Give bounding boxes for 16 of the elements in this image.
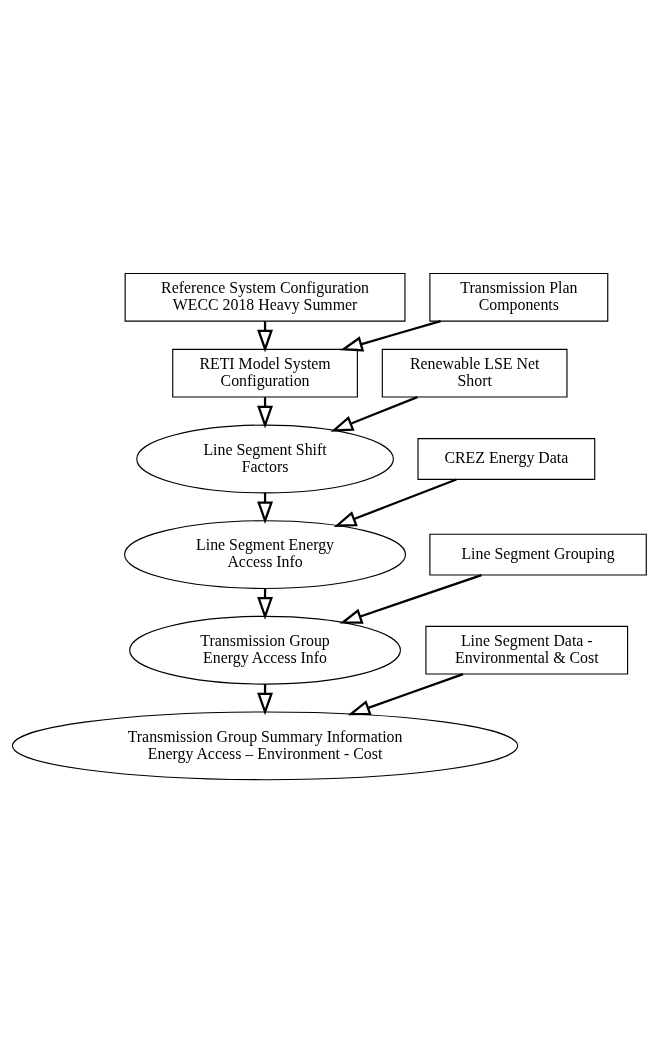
node-ellipse: Transmission Group Summary Information Energy Access – Environment - Cost: [11, 711, 519, 781]
arrow: [333, 478, 457, 527]
node-box: Renewable LSE Net Short: [381, 348, 568, 398]
arrow: [347, 673, 464, 716]
arrow: [340, 320, 441, 352]
arrow: [339, 574, 482, 624]
arrow: [330, 396, 418, 432]
node-box: Reference System Configuration WECC 2018 Heavy Summer: [124, 272, 406, 322]
node-box: RETI Model System Configuration: [172, 348, 358, 398]
node-ellipse: Line Segment Energy Access Info: [124, 520, 407, 590]
node-ellipse: Transmission Group Energy Access Info: [129, 615, 401, 685]
node-box: Line Segment Grouping: [429, 533, 647, 576]
node-ellipse: Line Segment Shift Factors: [136, 424, 394, 494]
node-box: Transmission Plan Components: [429, 272, 609, 322]
node-box: Line Segment Data - Environmental & Cost: [425, 625, 629, 675]
node-box: CREZ Energy Data: [417, 438, 596, 480]
